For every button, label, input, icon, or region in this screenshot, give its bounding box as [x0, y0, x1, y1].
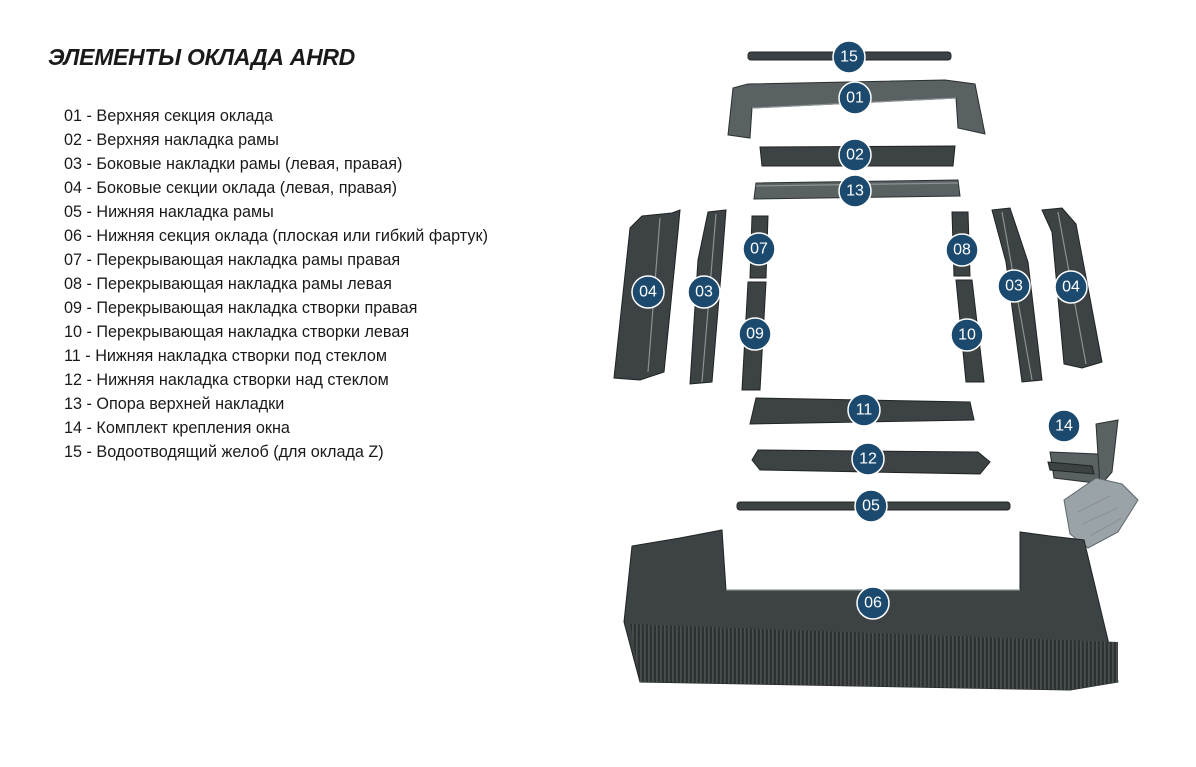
legend-item: 13 - Опора верхней накладки — [64, 395, 285, 413]
badge-08: 08 — [945, 233, 979, 267]
badge-04-right: 04 — [1054, 270, 1088, 304]
flashing-parts-diagram: 15 01 02 13 04 03 07 09 08 10 03 04 — [613, 40, 1139, 691]
svg-text:12: 12 — [859, 451, 877, 468]
svg-text:07: 07 — [750, 241, 768, 258]
legend-item: 08 - Перекрывающая накладка рамы левая — [64, 275, 392, 293]
svg-text:03: 03 — [1005, 278, 1023, 295]
badge-02: 02 — [838, 138, 872, 172]
part-14-fastening-kit — [1047, 419, 1139, 549]
legend-item: 10 - Перекрывающая накладка створки лева… — [64, 323, 410, 341]
svg-text:13: 13 — [846, 183, 864, 200]
svg-text:09: 09 — [746, 326, 764, 343]
svg-text:03: 03 — [695, 284, 713, 301]
legend-item: 15 - Водоотводящий желоб (для оклада Z) — [64, 443, 384, 461]
svg-text:10: 10 — [958, 327, 976, 344]
svg-text:01: 01 — [846, 90, 864, 107]
badge-11: 11 — [847, 393, 881, 427]
svg-text:06: 06 — [864, 595, 882, 612]
legend-item: 12 - Нижняя накладка створки над стеклом — [64, 371, 389, 389]
badge-03-right: 03 — [997, 269, 1031, 303]
legend-item: 14 - Комплект крепления окна — [64, 419, 290, 437]
badge-04-left: 04 — [631, 275, 665, 309]
badge-05: 05 — [854, 489, 888, 523]
badge-03-left: 03 — [687, 275, 721, 309]
legend-item: 05 - Нижняя накладка рамы — [64, 203, 274, 221]
svg-text:04: 04 — [1062, 279, 1080, 296]
legend-item: 01 - Верхняя секция оклада — [64, 107, 273, 125]
svg-text:02: 02 — [846, 147, 864, 164]
svg-text:11: 11 — [856, 402, 873, 419]
legend-item: 07 - Перекрывающая накладка рамы правая — [64, 251, 401, 269]
badge-12: 12 — [851, 442, 885, 476]
badge-15: 15 — [832, 40, 866, 74]
svg-text:04: 04 — [639, 284, 657, 301]
badge-09: 09 — [738, 317, 772, 351]
svg-text:08: 08 — [953, 242, 971, 259]
legend-item: 11 - Нижняя накладка створки под стеклом — [64, 347, 388, 365]
badge-01: 01 — [838, 81, 872, 115]
legend-item: 06 - Нижняя секция оклада (плоская или г… — [64, 227, 488, 245]
legend-item: 04 - Боковые секции оклада (левая, права… — [64, 179, 398, 197]
page-title: ЭЛЕМЕНТЫ ОКЛАДА AHRD — [48, 44, 355, 70]
legend-item: 02 - Верхняя накладка рамы — [64, 131, 279, 149]
svg-text:14: 14 — [1055, 418, 1073, 435]
badge-07: 07 — [742, 232, 776, 266]
badge-14: 14 — [1047, 409, 1081, 443]
legend-item: 09 - Перекрывающая накладка створки прав… — [64, 299, 418, 317]
parts-legend: 01 - Верхняя секция оклада 02 - Верхняя … — [64, 104, 488, 464]
svg-text:05: 05 — [862, 498, 880, 515]
badge-06: 06 — [856, 586, 890, 620]
badge-10: 10 — [950, 318, 984, 352]
badge-13: 13 — [838, 174, 872, 208]
svg-text:15: 15 — [840, 49, 858, 66]
legend-item: 03 - Боковые накладки рамы (левая, права… — [64, 155, 403, 173]
